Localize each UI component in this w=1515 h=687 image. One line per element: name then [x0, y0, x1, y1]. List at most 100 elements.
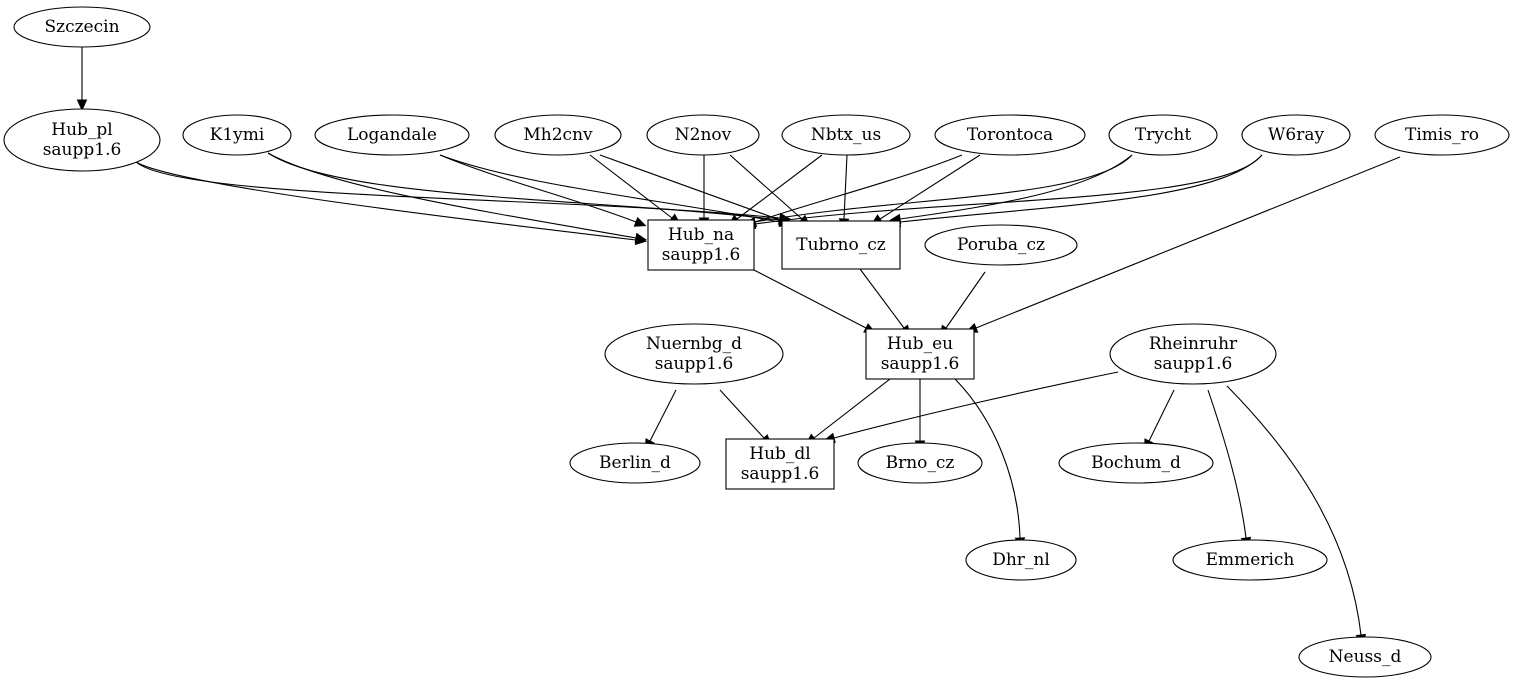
edge-line [843, 154, 848, 220]
node-sublabel: saupp1.6 [741, 464, 820, 484]
edge-line [754, 154, 963, 223]
edge-line [1226, 385, 1362, 636]
node-ellipse [569, 442, 701, 484]
edge-line [736, 154, 823, 220]
edge-nuernbg_d-to-hub_dl [719, 389, 772, 447]
edge-line [1148, 389, 1175, 442]
node-box [865, 328, 975, 380]
node-label: N2nov [675, 125, 732, 145]
node-label: Brno_cz [886, 453, 955, 473]
edge-line [135, 161, 637, 241]
node-bochum-d: Bochum_d [1058, 442, 1214, 484]
node-ellipse [3, 108, 161, 172]
node-label: Tubrno_cz [796, 235, 886, 255]
edge-line [975, 156, 1401, 329]
node-sublabel: saupp1.6 [881, 354, 960, 374]
node-label: Berlin_d [599, 453, 671, 473]
node-ellipse [965, 539, 1077, 581]
arrowhead [634, 232, 648, 244]
node-neuss-d: Neuss_d [1298, 636, 1432, 678]
node-label: Hub_dl [749, 444, 810, 464]
edge-line [649, 389, 677, 442]
node-w6ray: W6ray [1241, 114, 1351, 156]
node-label: Neuss_d [1329, 647, 1402, 667]
edge-hub_pl-to-hub_na [135, 161, 648, 246]
edge-line [754, 154, 1263, 225]
node-sublabel: saupp1.6 [655, 354, 734, 374]
edge-line [439, 154, 637, 223]
edge-hub_na-to-hub_eu [753, 269, 876, 334]
edge-line [899, 154, 1263, 223]
arrowhead [76, 99, 88, 112]
node-szczecin: Szczecin [13, 6, 151, 48]
node-ellipse [1374, 114, 1510, 156]
edge-torontoca-to-hub_na [744, 154, 963, 227]
edge-k1ymi-to-tubrno_cz [267, 152, 792, 226]
edge-mh2cnv-to-hub_na [589, 154, 681, 225]
node-sublabel: saupp1.6 [1154, 354, 1233, 374]
node-box [781, 220, 901, 270]
node-mh2cnv: Mh2cnv [494, 114, 622, 156]
edge-line [945, 271, 986, 329]
node-label: Hub_pl [51, 120, 112, 140]
edge-nbtx_us-to-tubrno_cz [838, 154, 850, 231]
node-emmerich: Emmerich [1172, 539, 1328, 581]
node-label: Poruba_cz [957, 235, 1045, 255]
edge-line [859, 268, 905, 329]
node-label: K1ymi [210, 125, 265, 145]
node-ellipse [646, 114, 760, 156]
edge-line [729, 154, 803, 220]
edge-line [1207, 389, 1247, 539]
node-label: Timis_ro [1405, 125, 1479, 145]
node-label: Nbtx_us [811, 125, 881, 145]
node-box [647, 219, 755, 271]
node-ellipse [1109, 323, 1277, 385]
node-ellipse [182, 114, 292, 156]
node-ellipse [1298, 636, 1432, 678]
node-ellipse [781, 114, 911, 156]
node-label: Logandale [347, 125, 437, 145]
node-ellipse [494, 114, 622, 156]
node-poruba-cz: Poruba_cz [924, 224, 1078, 266]
node-timis-ro: Timis_ro [1374, 114, 1510, 156]
edge-k1ymi-to-hub_na [267, 152, 648, 244]
node-dhr-nl: Dhr_nl [965, 539, 1077, 581]
arrowhead [633, 216, 647, 227]
node-trycht: Trycht [1108, 114, 1218, 156]
edge-line [899, 154, 1133, 220]
node-label: Trycht [1135, 125, 1192, 145]
node-torontoca: Torontoca [934, 114, 1086, 156]
node-ellipse [924, 224, 1078, 266]
node-ellipse [1241, 114, 1351, 156]
edge-line [879, 154, 981, 220]
node-label: Rheinruhr [1149, 334, 1238, 354]
edge-torontoca-to-tubrno_cz [870, 154, 981, 226]
node-label: Szczecin [44, 17, 119, 37]
node-label: Dhr_nl [992, 550, 1050, 570]
edge-rheinruhr-to-emmerich [1207, 389, 1252, 550]
edge-line [439, 154, 781, 223]
node-brno-cz: Brno_cz [857, 442, 983, 484]
node-ellipse [13, 6, 151, 48]
node-nbtx-us: Nbtx_us [781, 114, 911, 156]
edge-szczecin-to-hub_pl [76, 47, 88, 112]
edge-logandale-to-hub_na [439, 154, 647, 227]
node-k1ymi: K1ymi [182, 114, 292, 156]
edge-w6ray-to-tubrno_cz [888, 154, 1263, 228]
edge-line [753, 269, 867, 329]
node-label: Bochum_d [1091, 453, 1181, 473]
edge-line [267, 152, 637, 239]
edge-nuernbg_d-to-berlin_d [644, 389, 677, 451]
node-label: Hub_eu [887, 334, 953, 354]
edge-line [813, 378, 891, 439]
edge-mh2cnv-to-tubrno_cz [599, 154, 791, 225]
node-label: W6ray [1268, 125, 1325, 145]
node-ellipse [1108, 114, 1218, 156]
node-ellipse [857, 442, 983, 484]
